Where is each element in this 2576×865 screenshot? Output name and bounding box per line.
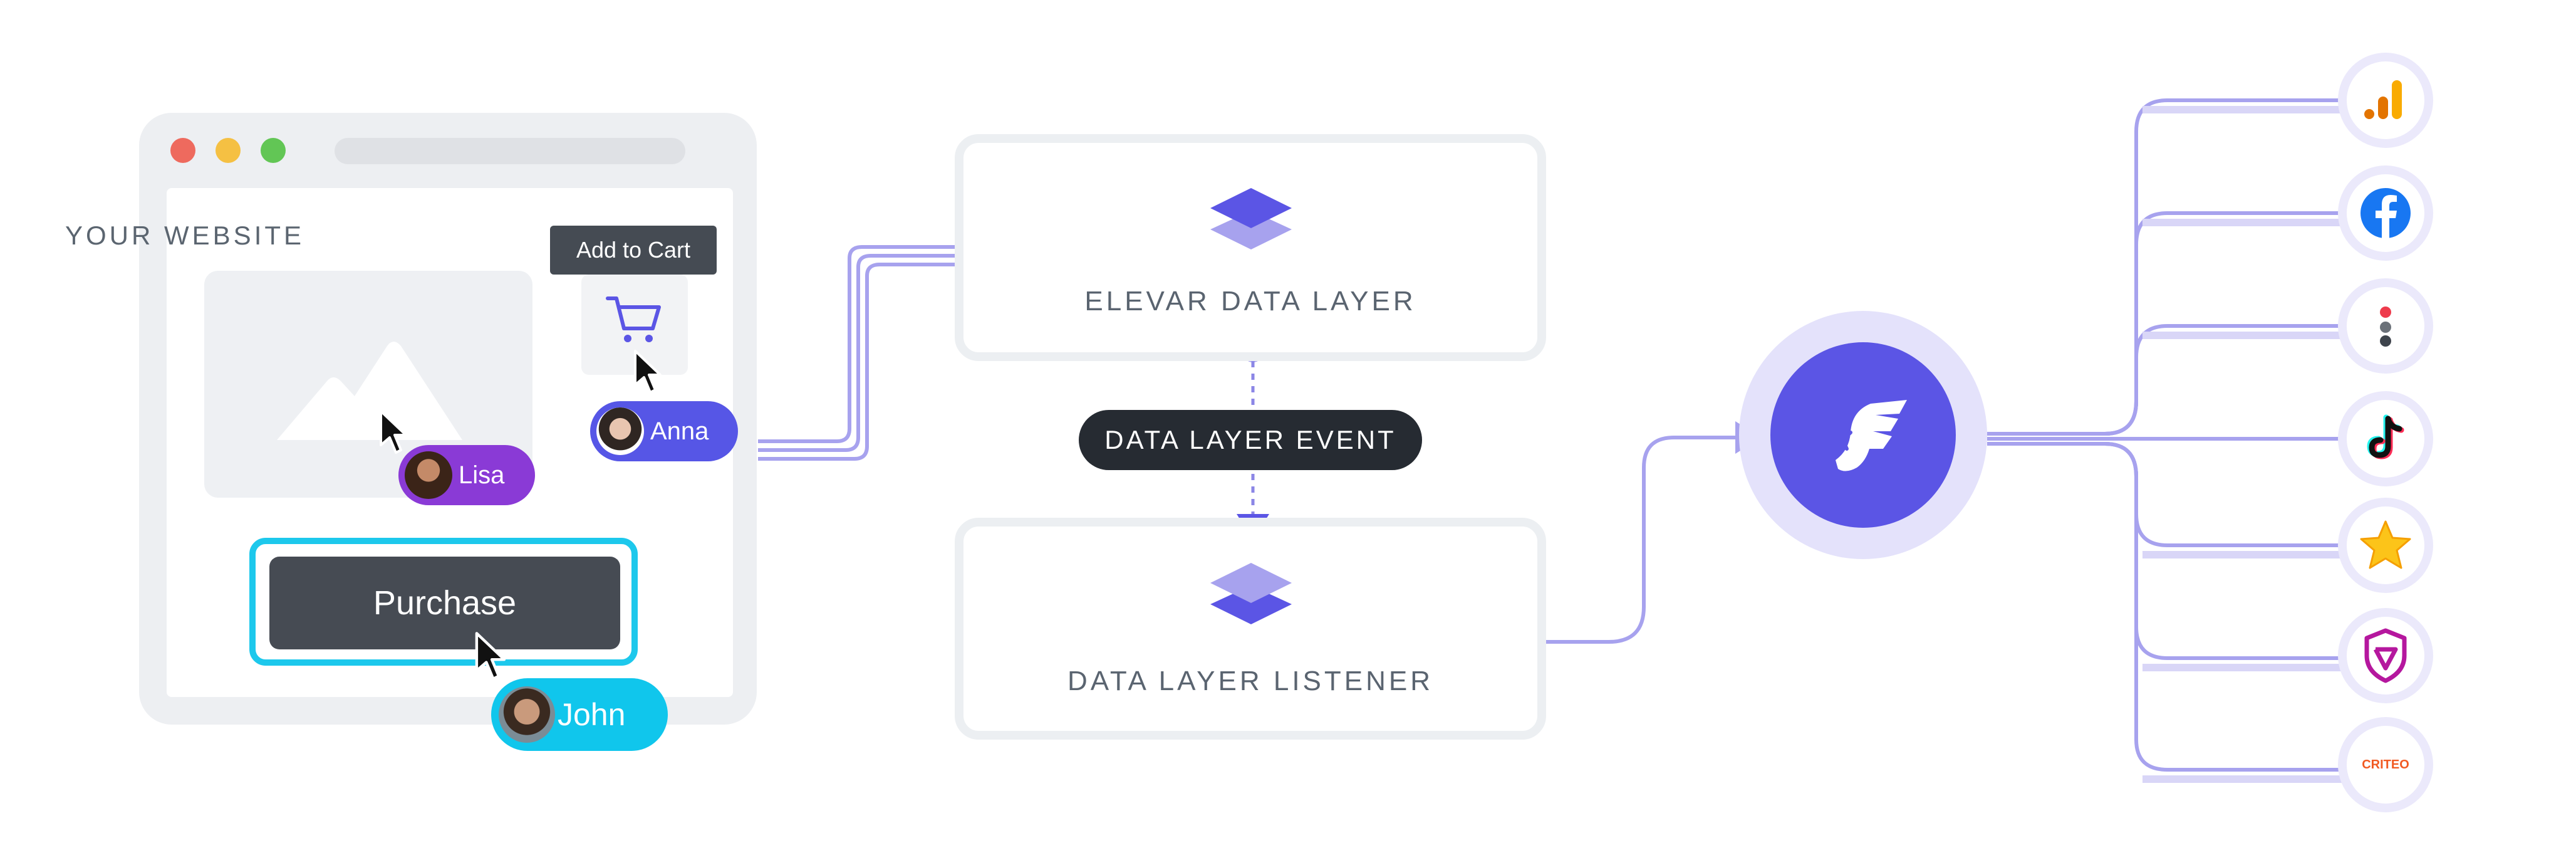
mountain-image-icon bbox=[277, 342, 462, 440]
layers-icon bbox=[1210, 188, 1292, 249]
address-bar bbox=[335, 138, 685, 164]
avatar bbox=[405, 451, 452, 499]
tiktok-icon bbox=[2367, 414, 2404, 459]
cursor-icon bbox=[380, 410, 407, 454]
destination-circle bbox=[2347, 287, 2424, 365]
shield-icon bbox=[2364, 628, 2407, 683]
google-analytics-icon bbox=[2364, 80, 2402, 119]
destination-shield bbox=[2338, 608, 2433, 703]
user-name: John bbox=[558, 697, 626, 732]
destination-reviews bbox=[2338, 498, 2433, 593]
destination-circle bbox=[2347, 506, 2424, 584]
destination-klaviyo bbox=[2338, 278, 2433, 374]
destination-circle bbox=[2347, 400, 2424, 478]
cursor-icon bbox=[475, 632, 506, 681]
listener-to-hub-connector bbox=[1546, 436, 1739, 644]
user-name: Anna bbox=[650, 417, 709, 445]
cart-icon bbox=[606, 296, 661, 342]
cursor-icon bbox=[634, 350, 662, 394]
website-title: YOUR WEBSITE bbox=[65, 221, 305, 250]
destination-criteo: CRITEO bbox=[2338, 717, 2433, 812]
window-minimize-dot bbox=[216, 138, 241, 163]
destination-circle bbox=[2347, 617, 2424, 695]
user-badge-lisa: Lisa bbox=[398, 445, 535, 505]
user-badge-anna: Anna bbox=[590, 401, 738, 461]
layers-icon bbox=[1210, 563, 1292, 624]
destination-tiktok bbox=[2338, 391, 2433, 486]
star-icon bbox=[2360, 520, 2411, 569]
destination-glow-lines bbox=[2142, 106, 2343, 783]
facebook-icon bbox=[2360, 188, 2411, 238]
website-to-datalayer-connector bbox=[758, 245, 962, 461]
destination-facebook bbox=[2338, 165, 2433, 261]
user-name: Lisa bbox=[459, 461, 505, 489]
avatar bbox=[596, 407, 644, 455]
data-layer-listener-box: DATA LAYER LISTENER bbox=[955, 518, 1546, 740]
hub-to-destinations-connector bbox=[1987, 98, 2343, 772]
window-close-dot bbox=[170, 138, 195, 163]
destination-google-analytics bbox=[2338, 53, 2433, 148]
user-badge-john: John bbox=[491, 678, 668, 751]
destination-circle bbox=[2347, 174, 2424, 252]
elevar-hub bbox=[1770, 342, 1956, 528]
elevar-elephant-logo-icon bbox=[1836, 400, 1907, 471]
klaviyo-icon bbox=[2380, 307, 2391, 347]
criteo-logo: CRITEO bbox=[2362, 758, 2409, 772]
window-maximize-dot bbox=[261, 138, 286, 163]
purchase-highlight bbox=[249, 538, 638, 666]
add-to-cart-tooltip: Add to Cart bbox=[550, 226, 717, 275]
data-layer-event-badge: DATA LAYER EVENT bbox=[1079, 410, 1422, 470]
data-layer-listener-label: DATA LAYER LISTENER bbox=[1067, 666, 1434, 696]
elevar-data-layer-box: ELEVAR DATA LAYER bbox=[955, 134, 1546, 361]
destination-circle: CRITEO bbox=[2347, 726, 2424, 804]
avatar bbox=[499, 686, 555, 743]
purchase-button[interactable]: Purchase bbox=[269, 557, 620, 649]
elevar-data-layer-label: ELEVAR DATA LAYER bbox=[1084, 286, 1416, 317]
destination-circle bbox=[2347, 61, 2424, 139]
